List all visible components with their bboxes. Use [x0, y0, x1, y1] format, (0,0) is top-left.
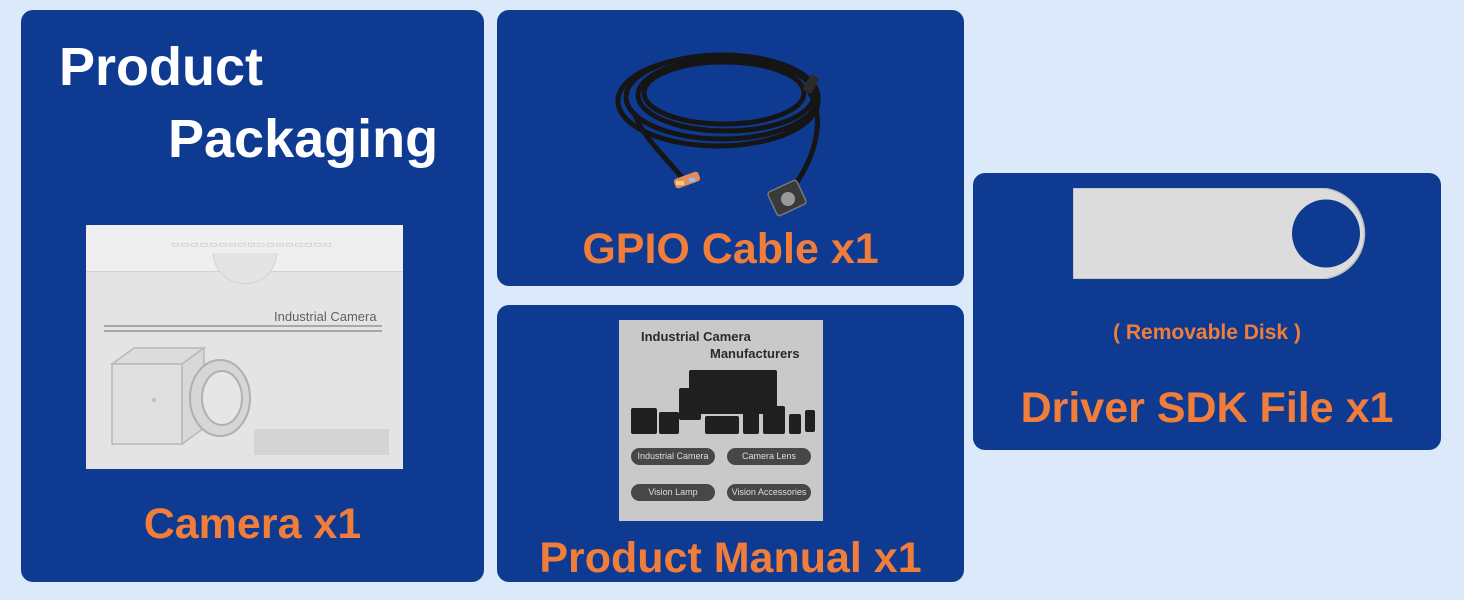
box-rule-bottom — [104, 330, 382, 332]
box-fine-print: ▭▭▭▭▭▭▭▭▭▭▭▭▭▭▭▭▭ — [171, 239, 333, 249]
manual-cover-button-3: Vision Lamp — [631, 484, 715, 501]
manual-cover-title-2: Manufacturers — [710, 346, 800, 361]
disk-sublabel: ( Removable Disk ) — [1113, 321, 1301, 344]
camera-panel: Product Packaging ▭▭▭▭▭▭▭▭▭▭▭▭▭▭▭▭▭ Indu… — [21, 10, 484, 582]
disk-panel: ( Removable Disk ) Driver SDK File x1 — [973, 173, 1441, 450]
cable-label: GPIO Cable x1 — [582, 225, 879, 273]
cable-panel: GPIO Cable x1 — [497, 10, 964, 286]
usb-disk-image — [1073, 188, 1366, 279]
title-line-2: Packaging — [168, 109, 439, 169]
manual-label: Product Manual x1 — [539, 534, 922, 582]
box-label: Industrial Camera — [274, 309, 377, 324]
title-line-1: Product — [59, 37, 264, 97]
manual-cover-button-2: Camera Lens — [727, 448, 811, 465]
camera-outline-drawing — [109, 346, 251, 446]
manual-panel: Industrial Camera Manufacturers Industri… — [497, 305, 964, 582]
manual-cover-title-1: Industrial Camera — [641, 329, 751, 344]
box-rule-top — [104, 325, 382, 327]
manual-cover-button-4: Vision Accessories — [727, 484, 811, 501]
box-flap-notch — [213, 253, 277, 284]
manual-cover-button-1: Industrial Camera — [631, 448, 715, 465]
gpio-cable-image — [615, 52, 821, 217]
box-barcode-area — [254, 429, 389, 455]
camera-box-image: ▭▭▭▭▭▭▭▭▭▭▭▭▭▭▭▭▭ Industrial Camera — [86, 225, 403, 469]
disk-label: Driver SDK File x1 — [1020, 384, 1394, 432]
manual-cover-image: Industrial Camera Manufacturers Industri… — [619, 320, 823, 521]
camera-label: Camera x1 — [143, 500, 362, 548]
